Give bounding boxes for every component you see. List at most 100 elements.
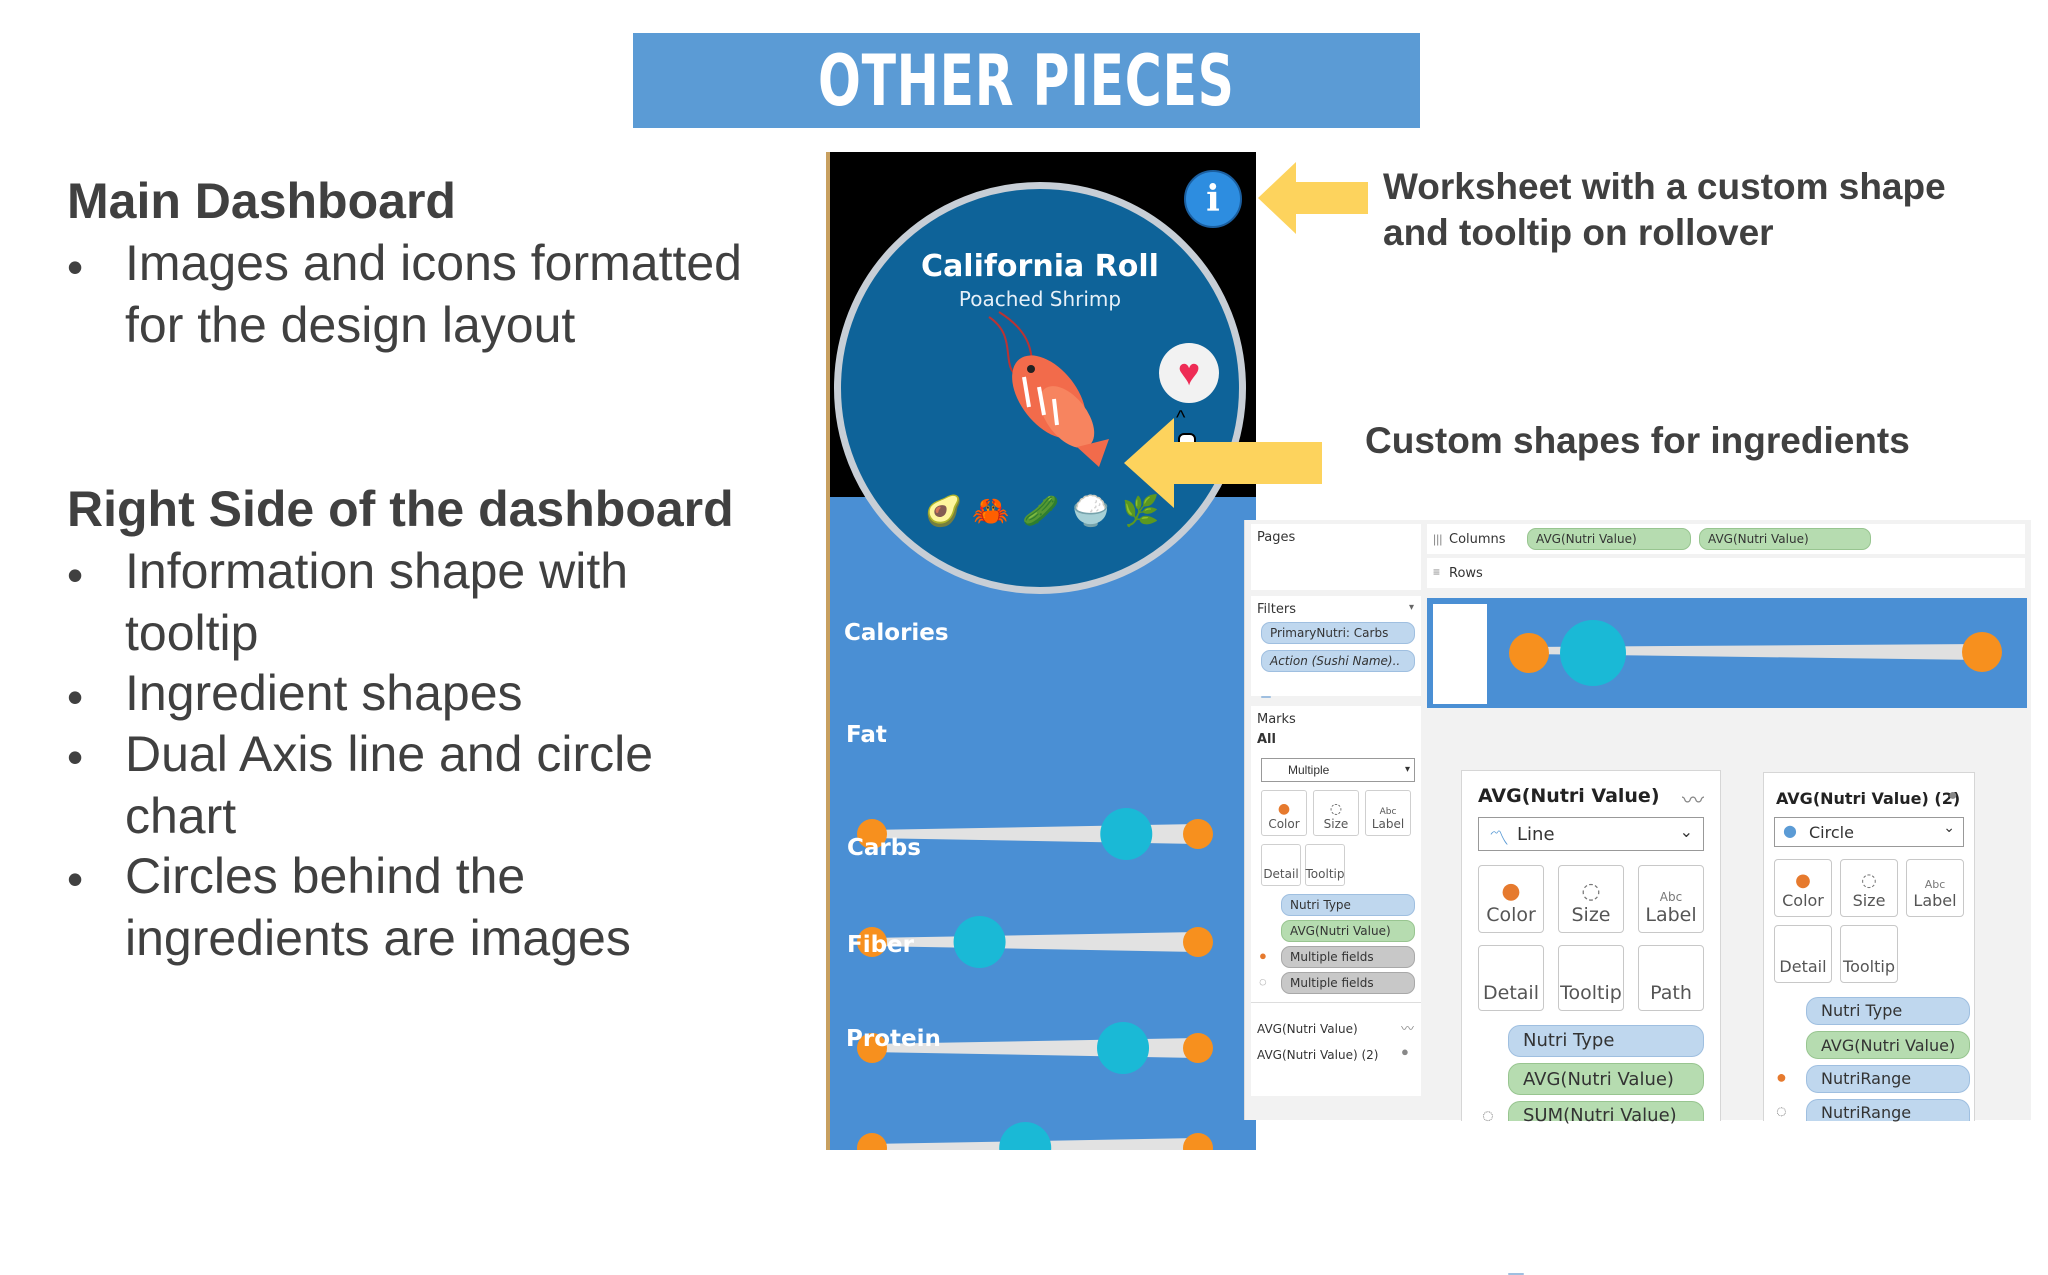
tooltip-button-label: Tooltip xyxy=(1560,982,1622,1004)
filter-pill[interactable]: Action (Sushi Name).. xyxy=(1261,650,1415,672)
crab-icon: 🦀 xyxy=(972,494,1010,528)
field-pill[interactable]: Multiple fields xyxy=(1281,946,1415,968)
field-pill[interactable]: AVG(Nutri Value) xyxy=(1806,1031,1970,1059)
tooltip-button[interactable]: Tooltip xyxy=(1305,844,1345,886)
rows-label: Rows xyxy=(1449,566,1483,581)
label-button-label: Label xyxy=(1371,817,1405,831)
worksheet-note-line: Worksheet with a custom shape xyxy=(1383,166,1946,207)
marks-card-circle: AVG(Nutri Value) (2) ● ● Circle ⌄ ● Colo… xyxy=(1763,772,1975,1122)
rows-shelf[interactable]: ≡ Rows xyxy=(1427,558,2025,588)
nutrient-bar-carbs[interactable] xyxy=(857,1022,1213,1074)
canvas-blank-cell xyxy=(1433,604,1487,704)
color-button[interactable]: ● Color xyxy=(1478,865,1544,933)
favorite-heart-icon[interactable]: ♥ xyxy=(1159,343,1219,403)
field-pill[interactable]: Nutri Type xyxy=(1508,1025,1704,1057)
field-pill[interactable]: NutriRange xyxy=(1806,1065,1970,1093)
size-button[interactable]: ◌ Size xyxy=(1840,859,1898,917)
label-button[interactable]: Abc Label xyxy=(1365,790,1411,836)
label-button[interactable]: Abc Label xyxy=(1638,865,1704,933)
filter-pill[interactable]: PrimaryNutri: Carbs xyxy=(1261,622,1415,644)
worksheet-note-line: and tooltip on rollover xyxy=(1383,212,1774,253)
size-button[interactable]: ◌ Size xyxy=(1313,790,1359,836)
mark-type-select[interactable]: Multiple ▾ xyxy=(1261,758,1415,782)
mark-type-value: Multiple xyxy=(1288,763,1330,777)
tooltip-button-label: Tooltip xyxy=(1843,957,1895,976)
pages-shelf[interactable]: Pages xyxy=(1251,524,1421,590)
bullet-dot: • xyxy=(67,549,84,601)
bullet-text-line: Dual Axis line and circle xyxy=(125,726,654,782)
color-button[interactable]: ● Color xyxy=(1261,790,1307,836)
rows-icon: ≡ xyxy=(1433,565,1441,579)
range-end-dot xyxy=(1183,927,1213,957)
slide-title: OTHER PIECES xyxy=(818,39,1235,122)
path-button[interactable]: Path xyxy=(1638,945,1704,1011)
view-canvas[interactable] xyxy=(1427,598,2027,708)
detail-button[interactable]: Detail xyxy=(1261,844,1301,886)
chevron-down-icon[interactable]: ▾ xyxy=(1409,602,1415,613)
nutrient-bar-fiber[interactable] xyxy=(857,1122,1213,1150)
cucumber-icon: 🥒 xyxy=(1022,494,1060,528)
bullet-text-line: Information shape with xyxy=(125,543,629,599)
column-pill[interactable]: AVG(Nutri Value) xyxy=(1699,528,1871,550)
field-pill[interactable]: NutriRange xyxy=(1806,1099,1970,1122)
column-pill[interactable]: AVG(Nutri Value) xyxy=(1527,528,1691,550)
path-button-label: Path xyxy=(1650,982,1692,1004)
field-pill[interactable]: Multiple fields xyxy=(1281,972,1415,994)
circle-mark-icon: ● xyxy=(1401,1044,1409,1059)
field-pill[interactable]: AVG(Nutri Value) xyxy=(1281,920,1415,942)
mark-type-select[interactable]: ● Circle ⌄ xyxy=(1774,817,1964,847)
range-start-dot xyxy=(857,1133,887,1150)
info-icon[interactable]: i xyxy=(1184,170,1242,228)
label-button[interactable]: Abc Label xyxy=(1906,859,1964,917)
size-icon: ◌ xyxy=(1482,1105,1494,1127)
color-icon: ● xyxy=(1795,870,1811,891)
marks-layer-circle[interactable]: AVG(Nutri Value) (2) xyxy=(1257,1048,1379,1062)
marks-card-line: AVG(Nutri Value) 〰 〽 Line ⌄ ● Color ◌ Si… xyxy=(1461,770,1721,1275)
mark-type-select[interactable]: 〽 Line ⌄ xyxy=(1478,817,1704,851)
field-pill[interactable]: SUM(Nutri Value) xyxy=(1508,1101,1704,1126)
field-pill[interactable]: Nutri Type xyxy=(1806,997,1970,1025)
tooltip-button[interactable]: Tooltip xyxy=(1558,945,1624,1011)
bullet-text-line: Circles behind the xyxy=(125,848,526,904)
tooltip-button[interactable]: Tooltip xyxy=(1840,925,1898,983)
size-icon: ◌ xyxy=(1776,1101,1787,1121)
nutrient-label-fiber: Fiber xyxy=(847,932,915,958)
color-icon: ● xyxy=(1277,801,1291,817)
field-pill[interactable]: AVG(Nutri Value) xyxy=(1508,1063,1704,1095)
nutrient-value-marker[interactable] xyxy=(953,916,1006,968)
size-button[interactable]: ◌ Size xyxy=(1558,865,1624,933)
size-icon: ◌ xyxy=(1329,801,1343,817)
field-pill-text: Multiple fields xyxy=(1290,950,1374,964)
color-icon: ● xyxy=(1259,948,1267,963)
nutrient-label-calories: Calories xyxy=(844,620,949,646)
nutrient-value-marker[interactable] xyxy=(1100,808,1153,860)
label-button-label: Label xyxy=(1913,891,1957,910)
field-pill-text: SUM(Nutri Value) xyxy=(1523,1105,1677,1126)
nutrient-label-carbs: Carbs xyxy=(847,835,921,861)
bullet-text-line: for the design layout xyxy=(125,297,576,353)
columns-shelf[interactable]: ||| Columns AVG(Nutri Value) AVG(Nutri V… xyxy=(1427,524,2025,554)
mark-type-value: Circle xyxy=(1809,822,1854,842)
nutrient-value-marker[interactable] xyxy=(1097,1022,1150,1074)
color-button[interactable]: ● Color xyxy=(1774,859,1832,917)
field-pill-text: NutriRange xyxy=(1821,1102,1912,1122)
filter-pill-text: PrimaryNutri: Carbs xyxy=(1270,626,1389,640)
bullet-text-line: tooltip xyxy=(125,605,259,661)
nutrient-bar-fat[interactable] xyxy=(857,916,1213,968)
range-start-dot xyxy=(857,927,887,957)
nutrient-value-marker[interactable] xyxy=(999,1122,1052,1150)
detail-button[interactable]: Detail xyxy=(1478,945,1544,1011)
mark-type-value: Line xyxy=(1517,823,1555,845)
marks-layer-line[interactable]: AVG(Nutri Value) xyxy=(1257,1022,1358,1036)
detail-button[interactable]: Detail xyxy=(1774,925,1832,983)
main-dashboard-list: • Images and icons formatted for the des… xyxy=(67,232,767,362)
preview-dot-start xyxy=(1509,633,1549,673)
bullet-dot: • xyxy=(67,671,84,723)
filters-shelf[interactable]: Filters ▾ xyxy=(1251,596,1421,698)
nutrient-bar-calories[interactable] xyxy=(857,808,1213,860)
field-pill[interactable]: Nutri Type xyxy=(1281,894,1415,916)
nutrient-label-protein: Protein xyxy=(846,1026,941,1052)
circle-icon: ● xyxy=(1783,821,1797,840)
detail-button-label: Detail xyxy=(1483,982,1539,1004)
line-mark-icon: 〰 xyxy=(1401,1021,1415,1036)
